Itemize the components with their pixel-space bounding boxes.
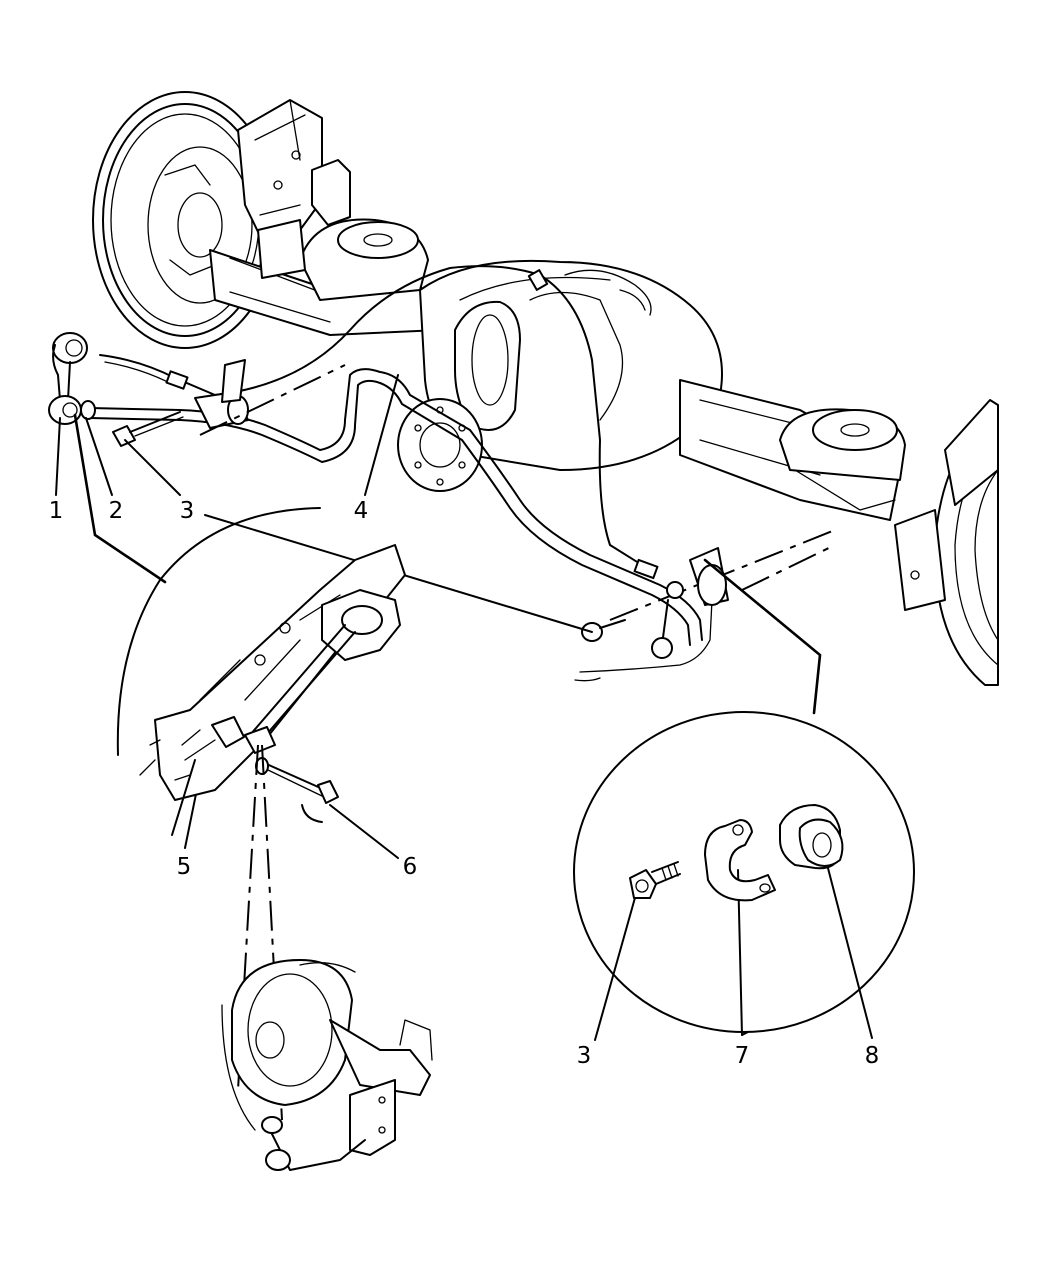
callout-6: 6 <box>402 854 418 880</box>
rear-axle-housing <box>209 218 906 521</box>
lower-wheel-detail <box>221 959 433 1171</box>
detail-bushing <box>779 804 844 870</box>
right-detail-view <box>573 711 915 1033</box>
callout-3-detail: 3 <box>576 1043 592 1069</box>
left-bracket-bolt <box>112 411 184 447</box>
left-detail-view <box>116 507 406 836</box>
callout-7: 7 <box>734 1043 750 1069</box>
callout-1: 1 <box>48 498 64 524</box>
callout-2: 2 <box>108 498 124 524</box>
detail-bolt <box>629 861 681 899</box>
right-end-link <box>651 547 729 659</box>
callout-8: 8 <box>864 1043 880 1069</box>
callout-4: 4 <box>353 498 369 524</box>
callout-3-upper: 3 <box>179 498 195 524</box>
stabilizer-bar <box>89 368 703 646</box>
detail-clamp <box>704 819 776 902</box>
left-bar-bushing <box>194 359 249 429</box>
left-end-link <box>48 332 96 425</box>
left-spring-bracket <box>237 99 351 241</box>
right-wheel-drum <box>894 399 999 686</box>
callout-5: 5 <box>176 854 192 880</box>
